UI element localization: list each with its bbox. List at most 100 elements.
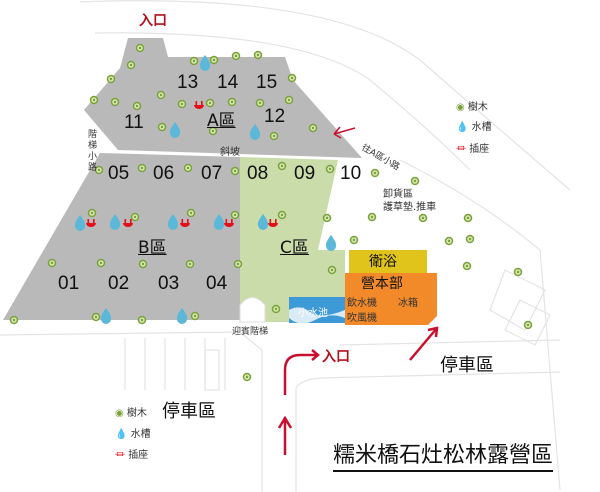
arrow-entrance bbox=[283, 349, 320, 395]
water-sink-icon bbox=[213, 214, 225, 230]
office-building bbox=[345, 273, 437, 325]
stair-path-label: 階梯小路 bbox=[88, 130, 98, 173]
roads bbox=[0, 0, 571, 492]
tree-icon bbox=[227, 97, 237, 107]
tree-icon bbox=[255, 98, 265, 108]
tree-icon bbox=[513, 267, 523, 277]
water-sink-icon: 💧 bbox=[456, 122, 469, 133]
site-07[interactable]: 07 bbox=[201, 163, 223, 184]
site-06[interactable]: 06 bbox=[153, 163, 175, 184]
unloading-label: 卸貨區 bbox=[383, 189, 413, 200]
tree-icon bbox=[137, 163, 147, 173]
tree-icon bbox=[126, 60, 136, 70]
tree-icon bbox=[325, 164, 335, 174]
site-13[interactable]: 13 bbox=[177, 72, 199, 93]
water-sink-icon bbox=[176, 308, 188, 324]
tree-icon bbox=[205, 98, 215, 108]
tree-icon bbox=[253, 50, 263, 60]
site-12[interactable]: 12 bbox=[264, 106, 286, 127]
tree-icon bbox=[462, 261, 472, 271]
tree-icon bbox=[444, 236, 454, 246]
slope-label: 斜坡 bbox=[220, 147, 240, 158]
tree-icon bbox=[177, 99, 187, 109]
tree-icon bbox=[465, 234, 475, 244]
tree-icon bbox=[230, 166, 240, 176]
tree-icon bbox=[186, 208, 196, 218]
power-outlet-icon bbox=[180, 219, 190, 227]
tree-icon bbox=[277, 161, 287, 171]
power-outlet-icon bbox=[86, 219, 96, 227]
parking-right-label: 停車區 bbox=[440, 355, 494, 376]
hair-dryer-label: 吹風機 bbox=[347, 313, 377, 324]
tree-icon bbox=[349, 235, 359, 245]
entrance-bottom-label: 入口 bbox=[322, 349, 350, 365]
zone-a-label: A區 bbox=[207, 111, 236, 131]
arrow-parking bbox=[409, 326, 439, 361]
power-outlet-icon bbox=[224, 219, 234, 227]
welcome-stairs-label: 迎賓階梯 bbox=[232, 327, 269, 337]
water-sink-icon bbox=[167, 214, 179, 230]
site-15[interactable]: 15 bbox=[256, 72, 278, 93]
zone-b-area bbox=[3, 153, 240, 320]
site-08[interactable]: 08 bbox=[247, 163, 269, 184]
bathroom-building bbox=[349, 250, 427, 273]
site-04[interactable]: 04 bbox=[206, 273, 228, 294]
site-14[interactable]: 14 bbox=[217, 72, 239, 93]
water-dispenser-label: 飲水機 bbox=[347, 298, 377, 309]
entrance-top-label: 入口 bbox=[139, 13, 167, 29]
water-sink-icon bbox=[325, 235, 337, 251]
tree-icon bbox=[523, 320, 533, 330]
tree-icon bbox=[231, 51, 241, 61]
tree-icon bbox=[209, 55, 219, 65]
tree-icon bbox=[89, 95, 99, 105]
tree-icon bbox=[277, 210, 287, 220]
site-02[interactable]: 02 bbox=[108, 273, 130, 294]
tree-icon bbox=[271, 304, 281, 314]
water-sink-icon: 💧 bbox=[115, 429, 128, 440]
tree-icon bbox=[185, 259, 195, 269]
site-03[interactable]: 03 bbox=[158, 273, 180, 294]
power-outlet-icon bbox=[123, 219, 133, 227]
site-11[interactable]: 11 bbox=[124, 112, 144, 133]
legend-tree-label: 樹木 bbox=[467, 102, 488, 113]
zone-a-area bbox=[84, 38, 362, 158]
tree-icon bbox=[233, 259, 243, 269]
tree-icon bbox=[190, 311, 200, 321]
zone-c-area bbox=[240, 157, 345, 322]
bathroom-label: 衛浴 bbox=[369, 254, 397, 270]
tree-icon bbox=[370, 168, 380, 178]
tree-icon bbox=[138, 259, 148, 269]
tree-icon bbox=[242, 372, 252, 382]
pond-label: 小水池 bbox=[298, 308, 328, 319]
arrow-to-a bbox=[333, 126, 356, 139]
tree-icon bbox=[110, 97, 120, 107]
site-10[interactable]: 10 bbox=[340, 163, 362, 184]
tree-icon bbox=[157, 122, 167, 132]
direction-arrows bbox=[277, 126, 439, 455]
water-sink-icon bbox=[109, 214, 121, 230]
map-title: 糯米橋石灶松林露營區 bbox=[333, 437, 554, 472]
welcome-stairs bbox=[239, 297, 266, 323]
tree-icon bbox=[91, 312, 101, 322]
water-sink-icon bbox=[199, 55, 211, 71]
zone-b-label: B區 bbox=[138, 238, 167, 258]
site-05[interactable]: 05 bbox=[108, 163, 130, 184]
water-sink-icon bbox=[100, 308, 112, 324]
tree-icon bbox=[327, 265, 337, 275]
unloading-sub-label: 護草墊.推車 bbox=[383, 202, 437, 213]
site-01[interactable]: 01 bbox=[58, 273, 80, 294]
water-sink-icon bbox=[249, 124, 261, 140]
tree-icon bbox=[9, 315, 19, 325]
water-sink-icon bbox=[257, 214, 269, 230]
tree-icon bbox=[189, 56, 199, 66]
legend-outlet-label: 插座 bbox=[469, 144, 490, 155]
site-09[interactable]: 09 bbox=[294, 163, 316, 184]
tree-icon bbox=[47, 258, 57, 268]
zone-c-label: C區 bbox=[280, 238, 309, 258]
tree-icon bbox=[87, 208, 97, 218]
tree-icon: ◉ bbox=[115, 408, 124, 419]
tree-icon bbox=[230, 210, 240, 220]
fridge-label: 冰箱 bbox=[398, 298, 418, 309]
tree-icon: ◉ bbox=[456, 102, 465, 113]
